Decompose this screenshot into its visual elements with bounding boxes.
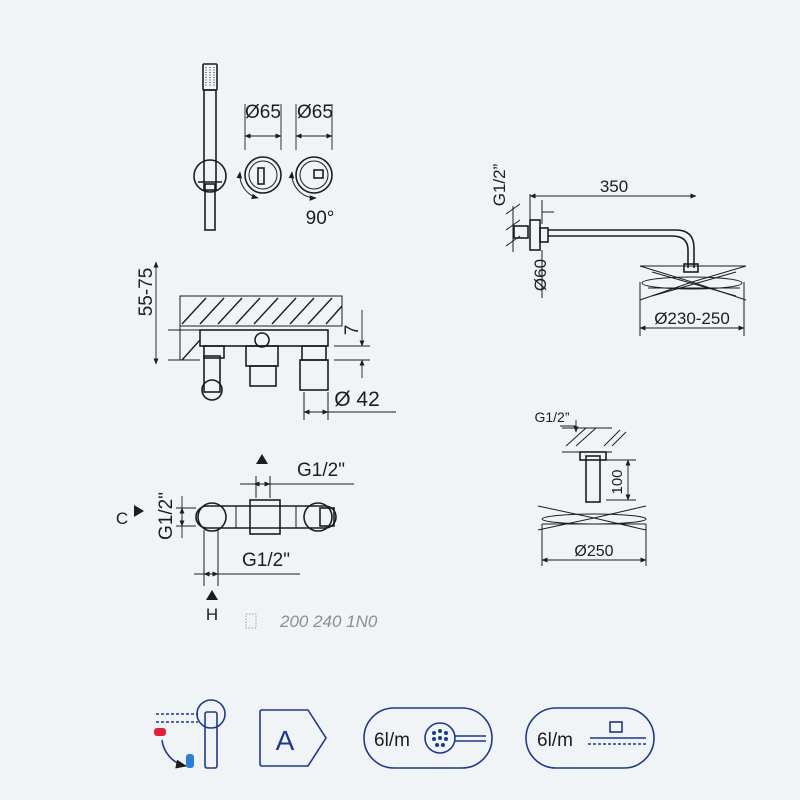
- top-thread-label: G1/2": [297, 460, 345, 481]
- mixer-lever-icon: [196, 699, 226, 769]
- temperature-icon: [154, 713, 198, 769]
- energy-class-label: A: [276, 725, 295, 756]
- head-shower-flow-badge: 6l/m: [525, 707, 655, 769]
- mixer-left-front-view: Ø65: [236, 102, 282, 200]
- ceiling-shower-view: G1/2” 100 Ø250: [534, 409, 647, 566]
- wall-shower-arm-view: 350 G1/2” Ø60 Ø230-250: [490, 163, 747, 336]
- arrow-up-icon: [206, 590, 218, 600]
- mixer-right-front-view: Ø65 90°: [288, 102, 335, 229]
- code-marker-icon: [245, 613, 257, 629]
- cold-indicator-icon: [186, 754, 194, 768]
- wall-head-diameter-label: Ø230-250: [654, 309, 730, 328]
- offset-label: 7: [342, 325, 363, 336]
- wall-depth-label: 55-75: [136, 268, 157, 317]
- product-code: 200 240 1N0: [245, 612, 378, 631]
- arrow-right-icon: [134, 505, 144, 517]
- connection-view: G1/2" C G1/2" G1/2" H: [116, 454, 354, 624]
- rotation-angle: 90°: [306, 208, 335, 229]
- energy-class-badge: A: [259, 709, 327, 767]
- head-flow-label: 6l/m: [537, 730, 573, 751]
- wall-section-view: 55-75 7 Ø 42: [136, 261, 396, 420]
- bottom-thread-label: G1/2": [242, 550, 290, 571]
- hand-shower-icon: [424, 722, 486, 754]
- rain-head-side: [639, 265, 747, 301]
- arm-length-label: 350: [600, 177, 628, 196]
- wall-hatching: [181, 297, 343, 361]
- hand-flow-label: 6l/m: [374, 730, 410, 751]
- hand-shower-flow-badge: 6l/m: [363, 707, 493, 769]
- ceiling-hatching: [565, 427, 627, 447]
- rain-shower-icon: [588, 721, 648, 745]
- product-code-label: 200 240 1N0: [279, 612, 378, 631]
- arrow-up-icon: [256, 454, 268, 464]
- mixer-right-diameter: Ø65: [297, 102, 333, 123]
- ceiling-thread-label: G1/2”: [534, 409, 569, 425]
- drop-label: 100: [609, 469, 626, 494]
- mixer-left-diameter: Ø65: [245, 102, 281, 123]
- temperature-badge: [154, 699, 226, 769]
- wall-thread-label: G1/2”: [490, 163, 509, 206]
- hot-indicator-icon: [154, 728, 166, 736]
- flange-diameter-label: Ø60: [531, 259, 550, 291]
- hand-shower-front-view: [193, 63, 227, 231]
- cold-label: C: [116, 509, 128, 528]
- rain-head-ceiling: [537, 505, 647, 531]
- side-thread-label: G1/2": [156, 492, 177, 540]
- ceiling-head-diameter-label: Ø250: [574, 543, 613, 560]
- hot-label: H: [206, 605, 218, 624]
- body-diameter-label: Ø 42: [334, 388, 380, 411]
